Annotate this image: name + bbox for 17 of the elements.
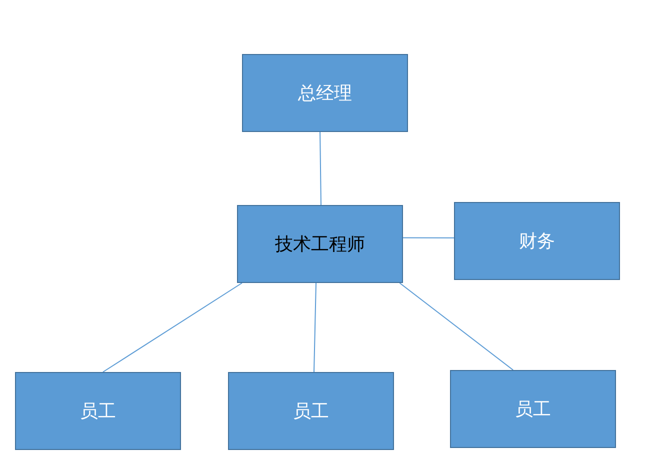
box-label: 员工 [80, 400, 116, 423]
org-box [237, 205, 403, 283]
connector-line [399, 282, 514, 370]
org-box [228, 372, 394, 450]
connector-line [314, 282, 317, 372]
box-label: 技术工程师 [275, 233, 365, 256]
box-label: 员工 [293, 400, 329, 423]
box-label: 总经理 [298, 82, 352, 105]
box-label: 员工 [515, 398, 551, 421]
connector-line [102, 282, 242, 372]
org-box [450, 370, 616, 448]
box-label: 财务 [519, 230, 555, 253]
connector-line [320, 132, 322, 206]
org-box [15, 372, 181, 450]
org-box [242, 54, 408, 132]
connector-line [402, 237, 454, 238]
org-box [454, 202, 620, 280]
